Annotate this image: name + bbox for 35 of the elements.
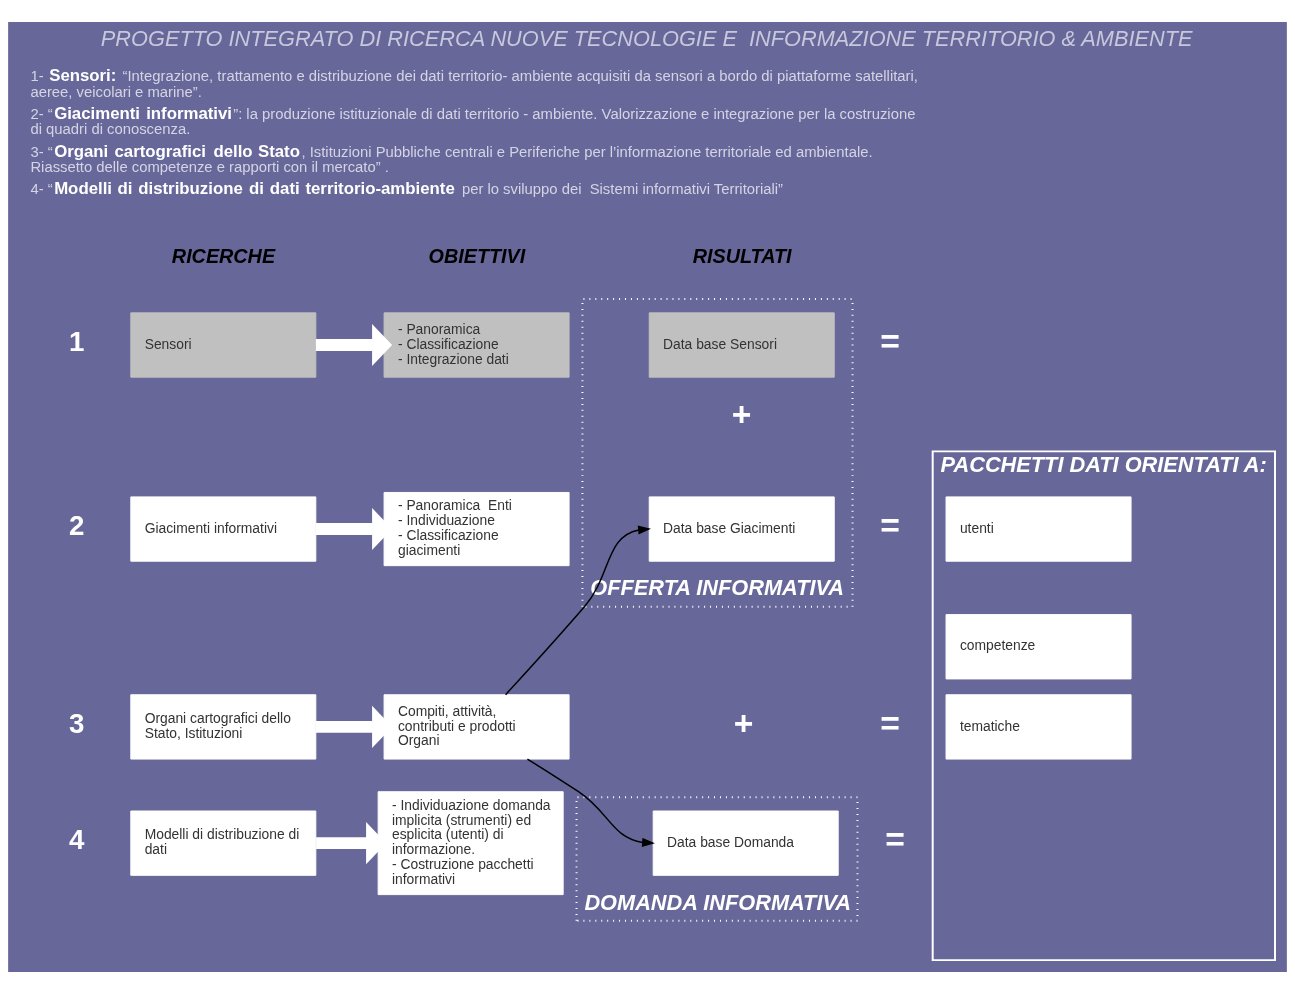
- node-box: Giacimenti informativi: [130, 496, 317, 562]
- node-box: Modelli di distribuzione di dati: [130, 810, 317, 876]
- label: 1: [68, 325, 85, 357]
- label: 4: [68, 824, 85, 855]
- node-box: - Individuazione domanda implicita (strumenti) ed esplicita (utenti) di informazione. - Costruzione pacchetti informativi: [377, 791, 564, 896]
- label: =: [880, 322, 900, 360]
- label: 3- “Organi cartografici dello Stato, Istituzioni Pubbliche centrali e Periferiche per l’informazione territoriale ed ambientale. Riassetto delle competenze e rapporti con il mercato” .: [30, 141, 873, 175]
- label: =: [880, 704, 900, 742]
- label: RISULTATI: [692, 244, 792, 267]
- node-box: tematiche: [945, 694, 1132, 760]
- arrow: [315, 323, 393, 367]
- label: 2- “Giacimenti informativi”: la produzione istituzionale di dati territorio - ambiente. Valorizzazione e integrazione per la costruzione di quadri di conoscenza.: [30, 104, 916, 138]
- node-box: competenze: [945, 614, 1132, 680]
- label: RICERCHE: [171, 244, 276, 267]
- node-box: - Panoramica - Classificazione - Integrazione dati: [383, 312, 570, 378]
- label: 1- Sensori: “Integrazione, trattamento e distribuzione dei dati territorio- ambiente acquisiti da sensori a bordo di piattaforme satellitari, aeree, veicolari e marine”.: [30, 66, 918, 100]
- label: OBIETTIVI: [428, 244, 526, 267]
- node-box: Data base Sensori: [648, 312, 835, 378]
- node-box: Sensori: [130, 312, 317, 378]
- label: 2: [68, 509, 85, 541]
- label: 4- “Modelli di distribuzione di dati territorio-ambiente per lo sviluppo dei Sistemi informativi Territoriali”: [30, 179, 784, 199]
- label: =: [880, 506, 900, 544]
- node-box: Data base Giacimenti: [648, 496, 835, 562]
- diagram-title: PROGETTO INTEGRATO DI RICERCA NUOVE TECNOLOGIE E INFORMAZIONE TERRITORIO & AMBIENTE: [100, 26, 1193, 52]
- node-box: Data base Domanda: [652, 810, 839, 876]
- label: +: [731, 395, 752, 433]
- label: 3: [68, 707, 85, 739]
- node-box: - Panoramica Enti - Individuazione - Classificazione giacimenti: [383, 491, 570, 567]
- label: +: [733, 704, 754, 742]
- label: =: [885, 820, 905, 858]
- node-box: Organi cartografici dello Stato, Istituzioni: [130, 694, 317, 760]
- arrow: [526, 758, 655, 847]
- node-box: Compiti, attività, contributi e prodotti Organi: [383, 694, 570, 760]
- node-box: utenti: [945, 496, 1132, 562]
- arrow: [504, 525, 651, 696]
